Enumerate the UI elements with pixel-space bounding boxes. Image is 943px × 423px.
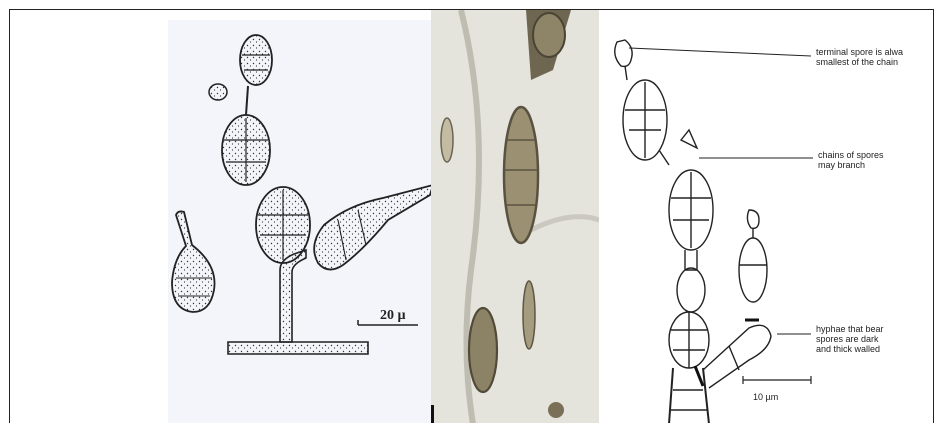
figure-frame: 20 µ terminal spore is alwa smallest of … (9, 9, 934, 423)
spore-beaked-right (314, 185, 433, 270)
left-drawing (168, 20, 448, 423)
annotation-line: smallest of the chain (816, 57, 903, 67)
spore-top (240, 35, 272, 85)
annotation-terminal-spore: terminal spore is alwa smallest of the c… (816, 47, 903, 67)
annotation-line: spores are dark (816, 334, 884, 344)
annotation-line: and thick walled (816, 344, 884, 354)
annotation-line: may branch (818, 160, 884, 170)
annotation-line: terminal spore is alwa (816, 47, 903, 57)
spore-bud (209, 84, 227, 100)
terminal-spore (615, 40, 632, 66)
spore-isolated (172, 211, 215, 312)
right-scale-label: 10 µm (753, 392, 778, 402)
left-drawing-panel (168, 20, 448, 423)
right-drawing-panel (599, 10, 934, 423)
micrograph-panel (431, 10, 599, 423)
micrograph-spore-center (504, 107, 538, 243)
annotation-line: chains of spores (818, 150, 884, 160)
annotation-hyphae: hyphae that bear spores are dark and thi… (816, 324, 884, 354)
base-hypha (228, 342, 368, 354)
annotation-line: hyphae that bear (816, 324, 884, 334)
annotation-chain-branch: chains of spores may branch (818, 150, 884, 170)
leader-line-terminal (629, 48, 811, 56)
right-drawing (599, 10, 934, 423)
left-scale-label: 20 µ (380, 308, 406, 324)
right-scale-bar (743, 376, 811, 384)
micrograph (431, 10, 599, 423)
